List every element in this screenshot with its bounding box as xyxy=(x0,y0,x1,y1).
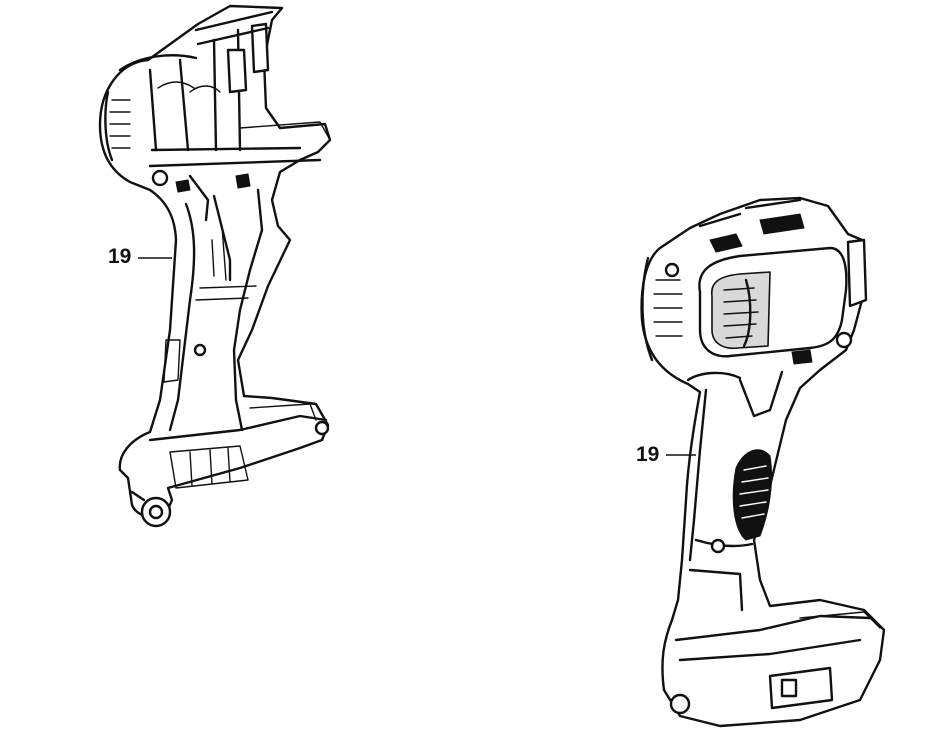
part-number-label: 19 xyxy=(108,245,132,268)
part-callout-right: 19 xyxy=(636,444,659,465)
leader-line-right xyxy=(666,454,696,456)
part-callout-left: 19 xyxy=(108,246,131,267)
leader-line-left xyxy=(138,257,172,259)
part-number-label: 19 xyxy=(636,443,660,466)
